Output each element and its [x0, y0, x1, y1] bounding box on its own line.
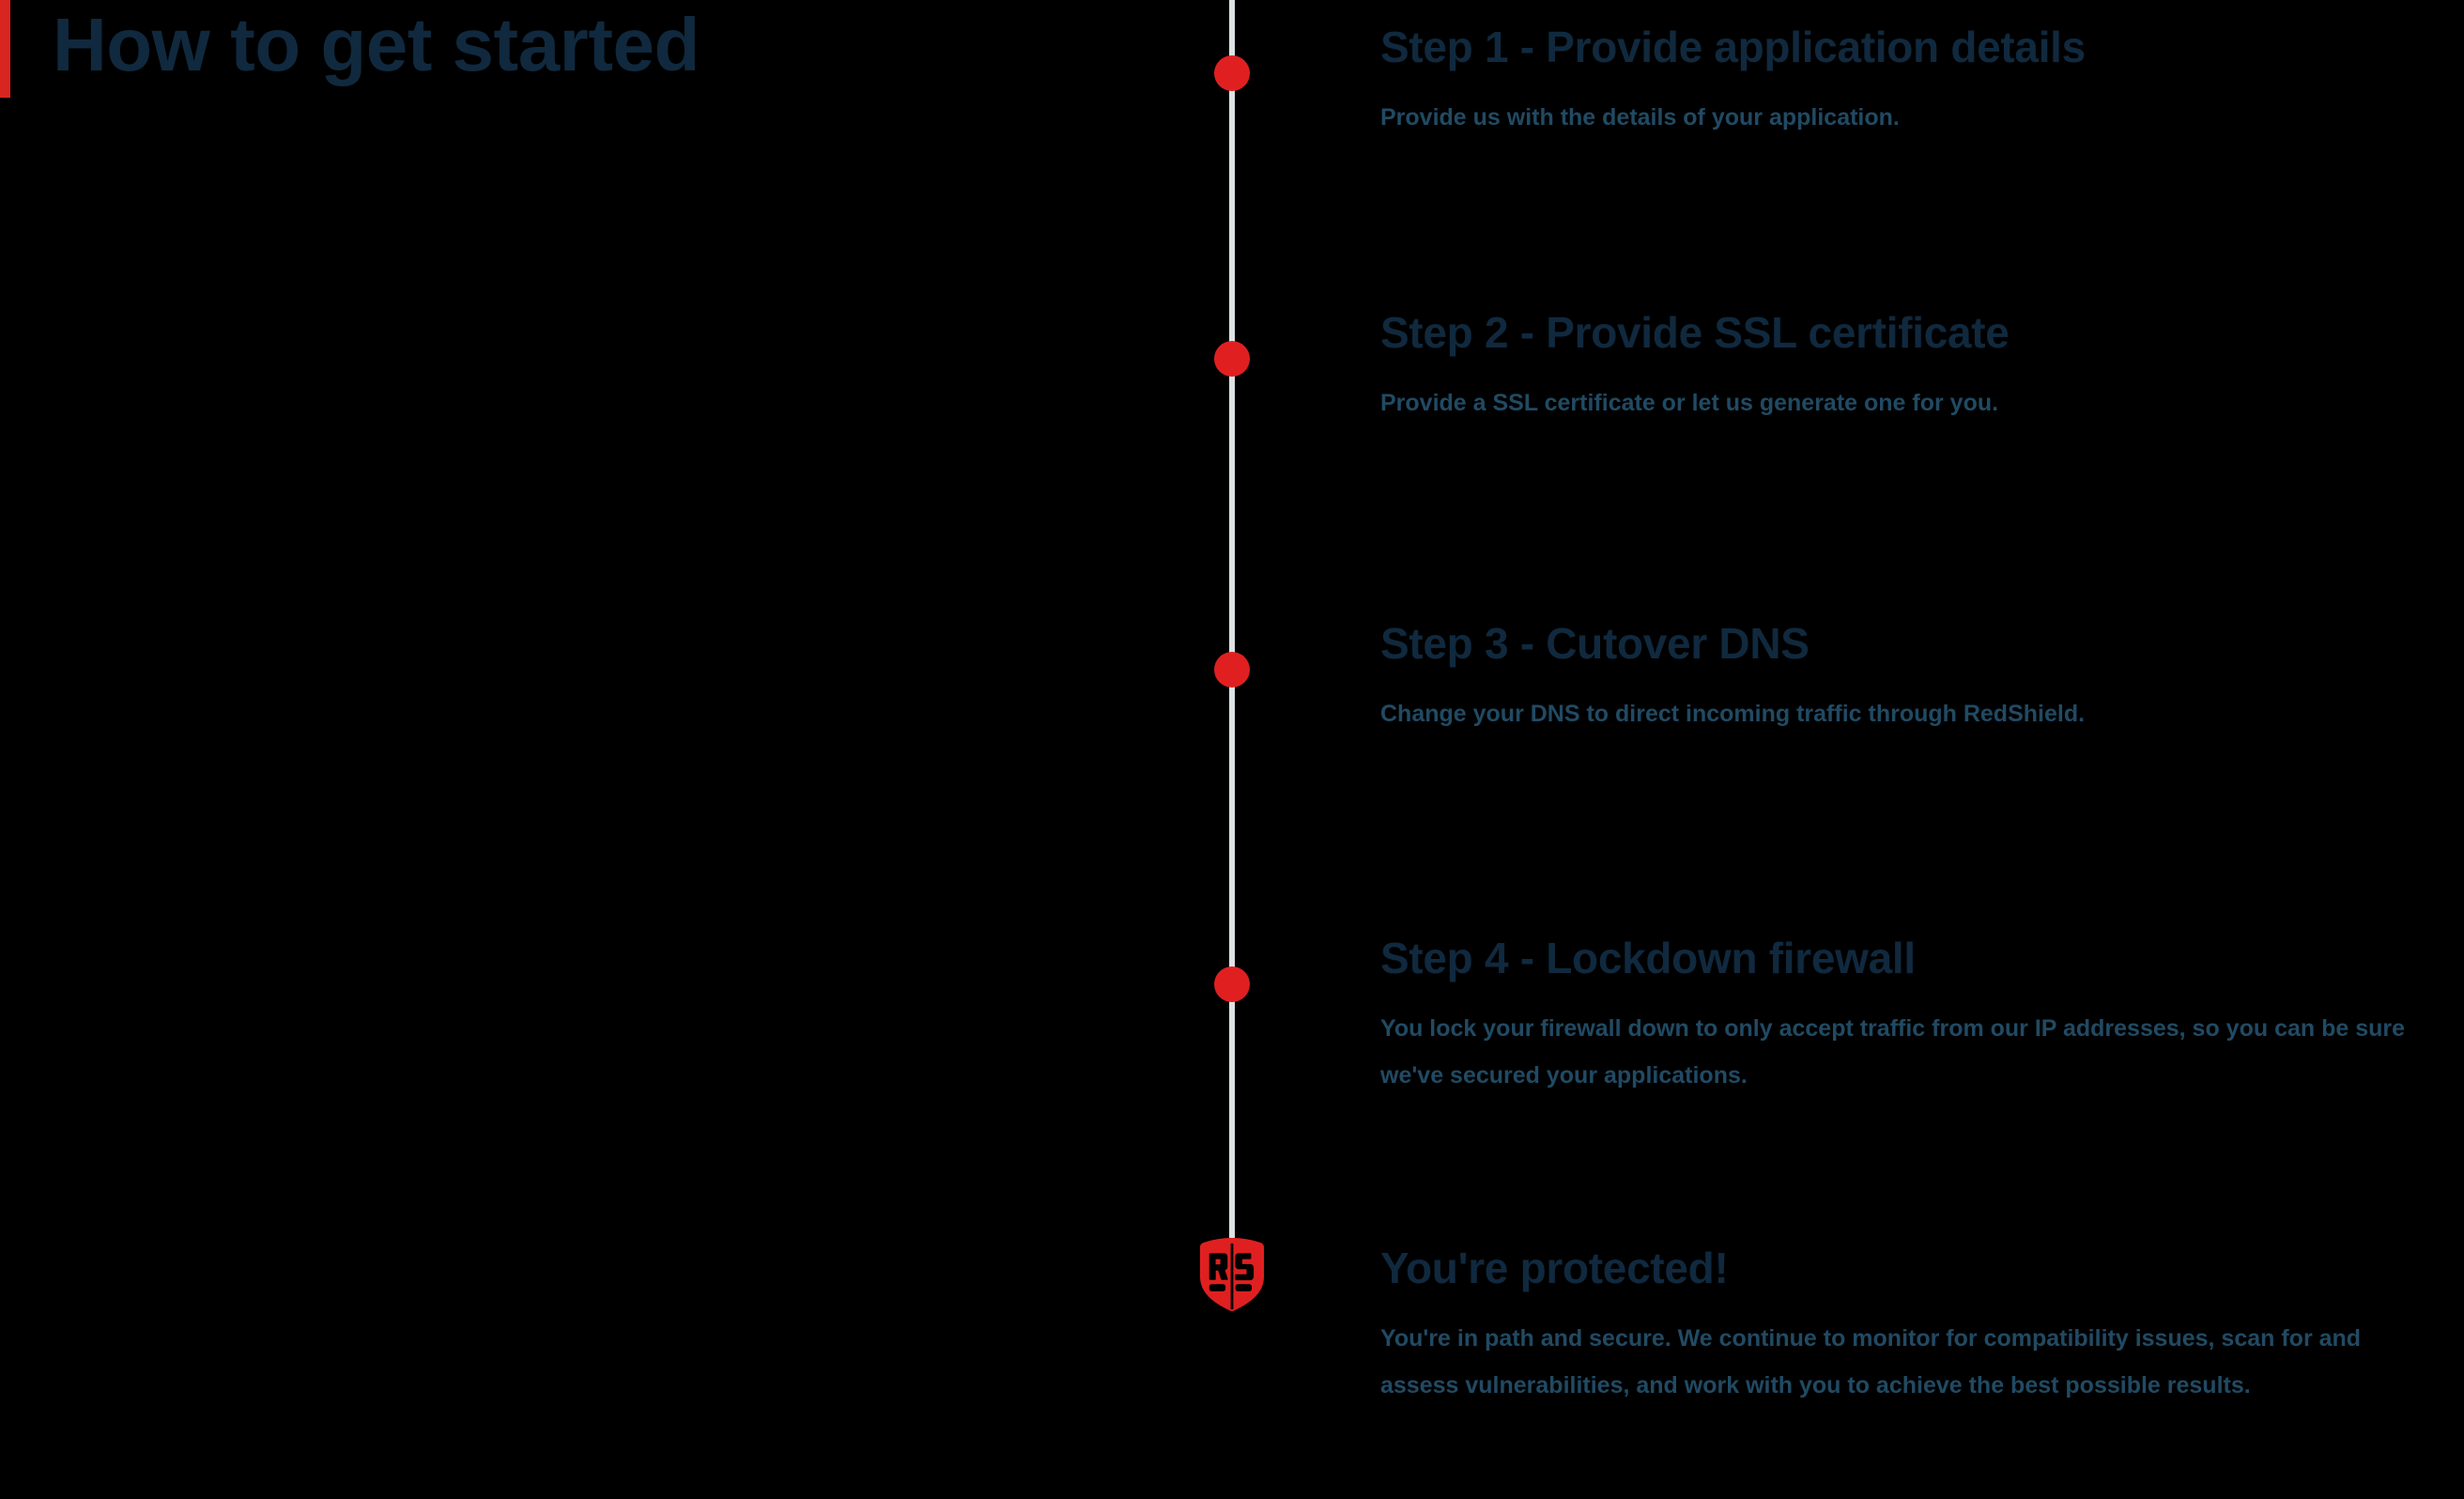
- accent-bar: [0, 0, 10, 98]
- step-description: Change your DNS to direct incoming traff…: [1380, 701, 2086, 727]
- step-body: Step 4 - Lockdown firewall You lock your…: [1380, 932, 2432, 1099]
- page-title: How to get started: [53, 3, 700, 86]
- final-step-body: You're protected! You're in path and sec…: [1380, 1242, 2432, 1409]
- redshield-shield-icon: [1200, 1238, 1264, 1311]
- step-body: Step 1 - Provide application details Pro…: [1380, 21, 2432, 141]
- final-step-description: You're in path and secure. We continue t…: [1380, 1325, 2362, 1399]
- step-title: Step 1 - Provide application details: [1380, 23, 2086, 71]
- step-title: Step 4 - Lockdown firewall: [1380, 934, 1916, 982]
- step-title: Step 3 - Cutover DNS: [1380, 619, 1810, 668]
- step-title: Step 2 - Provide SSL certificate: [1380, 308, 2010, 357]
- step-dot-icon: [1214, 341, 1250, 377]
- step-description: You lock your firewall down to only acce…: [1380, 1015, 2406, 1089]
- step-description: Provide a SSL certificate or let us gene…: [1380, 390, 1999, 416]
- timeline-rail: [1229, 0, 1235, 1238]
- step-body: Step 3 - Cutover DNS Change your DNS to …: [1380, 617, 2432, 737]
- final-step-title: You're protected!: [1380, 1244, 1729, 1292]
- step-dot-icon: [1214, 966, 1250, 1002]
- step-body: Step 2 - Provide SSL certificate Provide…: [1380, 306, 2432, 426]
- step-description: Provide us with the details of your appl…: [1380, 104, 1900, 131]
- step-dot-icon: [1214, 652, 1250, 688]
- page-heading-block: How to get started: [0, 0, 1164, 188]
- step-dot-icon: [1214, 55, 1250, 91]
